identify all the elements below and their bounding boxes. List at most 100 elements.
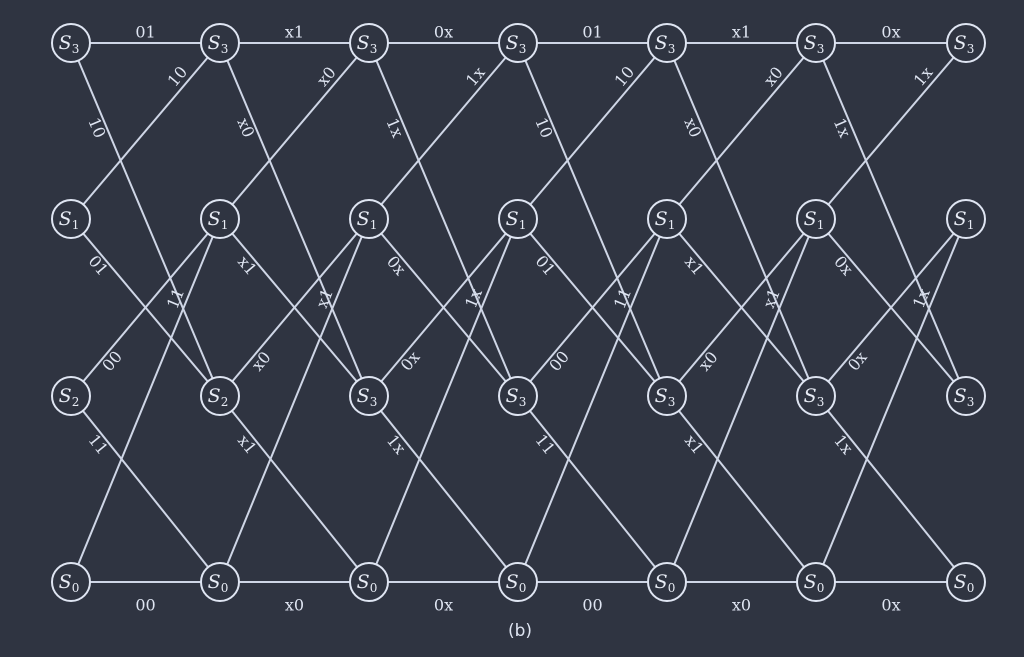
state-prefix: S: [804, 385, 817, 407]
edge-label: 10: [164, 62, 192, 90]
edge-label: 1x: [383, 431, 410, 458]
state-node: S3: [796, 23, 836, 63]
state-label: S2: [208, 385, 229, 409]
trellis-edge: [517, 218, 668, 583]
state-node: S1: [796, 199, 836, 239]
state-prefix: S: [506, 571, 519, 593]
state-node-circle: [946, 376, 986, 416]
trellis-edge: [815, 42, 967, 397]
state-subscript: 0: [668, 581, 676, 595]
state-subscript: 3: [668, 395, 676, 409]
state-node: S0: [200, 562, 240, 602]
figure-caption: (b): [508, 621, 532, 641]
trellis-edge: [368, 218, 519, 583]
trellis-edge: [70, 395, 221, 583]
edge-label: 10: [611, 62, 639, 90]
state-subscript: 0: [519, 581, 527, 595]
trellis-edge: [517, 42, 668, 220]
state-node-circle: [796, 23, 836, 63]
state-prefix: S: [208, 571, 221, 593]
state-prefix: S: [506, 385, 519, 407]
state-node-circle: [51, 562, 91, 602]
edge-label: 0x: [881, 596, 900, 615]
state-label: S3: [804, 32, 825, 56]
state-node-circle: [498, 23, 538, 63]
edge-label: 11: [84, 431, 112, 459]
state-label: S0: [804, 571, 825, 595]
state-label: S1: [357, 208, 378, 232]
state-node-circle: [498, 562, 538, 602]
edge-label: 1x: [462, 63, 489, 90]
state-subscript: 3: [72, 42, 80, 56]
state-subscript: 3: [817, 395, 825, 409]
state-node-circle: [200, 199, 240, 239]
trellis-edge: [219, 218, 370, 583]
trellis-edge: [70, 42, 221, 397]
state-node: S1: [200, 199, 240, 239]
state-label: S1: [804, 208, 825, 232]
edge-label: x1: [285, 23, 304, 42]
state-node: S2: [51, 376, 91, 416]
state-node-circle: [647, 562, 687, 602]
trellis-edge: [219, 395, 370, 583]
state-node-circle: [349, 199, 389, 239]
state-subscript: 3: [370, 395, 378, 409]
state-node-circle: [349, 23, 389, 63]
state-label: S0: [357, 571, 378, 595]
trellis-edge: [219, 42, 370, 397]
state-node-circle: [796, 562, 836, 602]
state-prefix: S: [804, 208, 817, 230]
state-label: S2: [59, 385, 80, 409]
state-subscript: 1: [221, 218, 229, 232]
edge-label: x1: [681, 431, 708, 458]
trellis-edge: [368, 42, 519, 397]
state-node: S1: [498, 199, 538, 239]
edge-label: x0: [285, 596, 304, 615]
edge-label: 00: [545, 347, 573, 375]
state-prefix: S: [506, 208, 519, 230]
state-node: S3: [349, 23, 389, 63]
edge-label: 11: [531, 431, 559, 459]
state-node-circle: [200, 23, 240, 63]
trellis-edge: [666, 218, 817, 397]
state-node: S3: [647, 23, 687, 63]
state-node: S3: [946, 376, 986, 416]
state-node-circle: [51, 23, 91, 63]
edge-label: 0x: [844, 348, 871, 375]
trellis-edge: [219, 42, 370, 220]
state-subscript: 3: [817, 42, 825, 56]
state-node-circle: [51, 376, 91, 416]
state-prefix: S: [208, 208, 221, 230]
state-node: S0: [51, 562, 91, 602]
state-node: S0: [349, 562, 389, 602]
state-label: S3: [954, 32, 975, 56]
state-prefix: S: [357, 385, 370, 407]
state-subscript: 3: [967, 42, 975, 56]
state-label: S0: [655, 571, 676, 595]
state-label: S3: [506, 32, 527, 56]
trellis-edge: [666, 395, 817, 583]
state-node: S3: [946, 23, 986, 63]
state-node: S1: [51, 199, 91, 239]
state-label: S3: [357, 32, 378, 56]
trellis-edge: [666, 42, 817, 397]
trellis-edge: [815, 218, 967, 397]
state-subscript: 1: [370, 218, 378, 232]
state-node-circle: [51, 199, 91, 239]
trellis-edge: [219, 218, 370, 397]
state-prefix: S: [208, 385, 221, 407]
trellis-edge: [70, 218, 221, 583]
edge-label: x0: [313, 63, 340, 90]
state-prefix: S: [655, 385, 668, 407]
edge-label: 10: [84, 115, 109, 141]
state-prefix: S: [655, 32, 668, 54]
edge-label: 0x: [434, 596, 453, 615]
edge-label: 1x: [910, 63, 937, 90]
state-node: S3: [51, 23, 91, 63]
state-label: S3: [804, 385, 825, 409]
state-subscript: 0: [370, 581, 378, 595]
edge-label: x1: [234, 431, 261, 458]
state-label: S3: [59, 32, 80, 56]
state-subscript: 1: [967, 218, 975, 232]
